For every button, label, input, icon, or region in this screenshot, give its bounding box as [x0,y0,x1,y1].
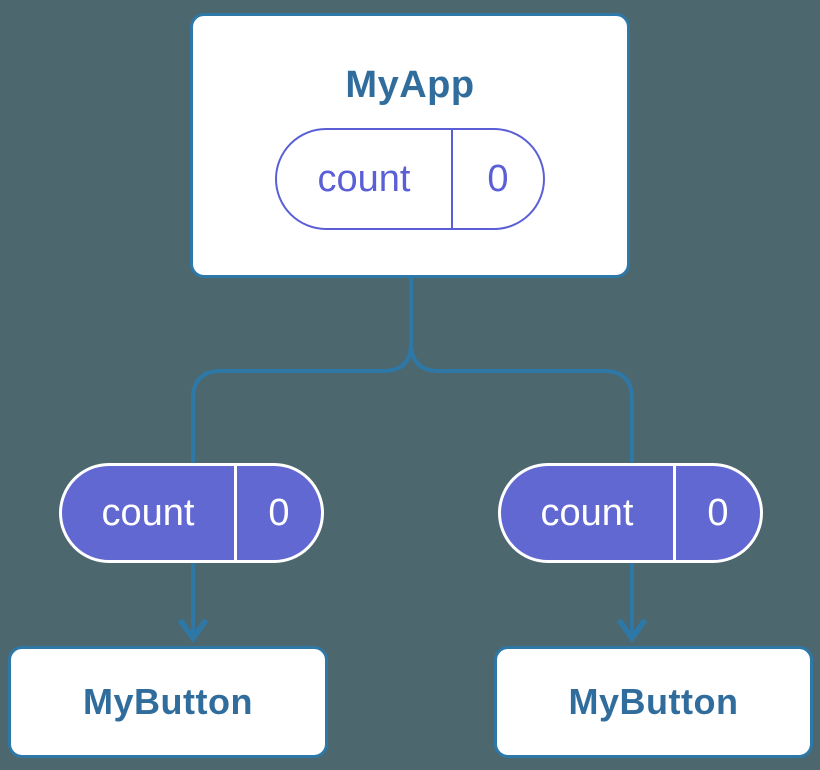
right-prop-pill: count 0 [498,463,763,563]
mybutton-node-label: MyButton [568,681,739,723]
pill-divider [234,466,237,560]
arrow-down-icon [177,618,209,643]
prop-key-label: count [101,491,195,534]
myapp-node: MyApp count 0 [190,13,630,278]
mybutton-node-label: MyButton [83,681,253,723]
pill-divider [673,466,676,560]
root-state-pill: count 0 [275,128,545,231]
prop-key-label: count [540,491,634,534]
prop-value-label: 0 [268,491,290,534]
pill-divider [451,130,453,229]
prop-value-label: 0 [707,491,729,534]
state-value-label: 0 [487,157,509,200]
state-key-label: count [317,157,411,200]
myapp-node-label: MyApp [345,63,475,106]
right-branch-connector [409,342,634,634]
mybutton-node-left: MyButton [8,646,328,758]
left-branch-connector [191,342,413,634]
mybutton-node-right: MyButton [494,646,813,758]
left-prop-pill: count 0 [59,463,324,563]
arrow-down-icon [616,618,648,643]
